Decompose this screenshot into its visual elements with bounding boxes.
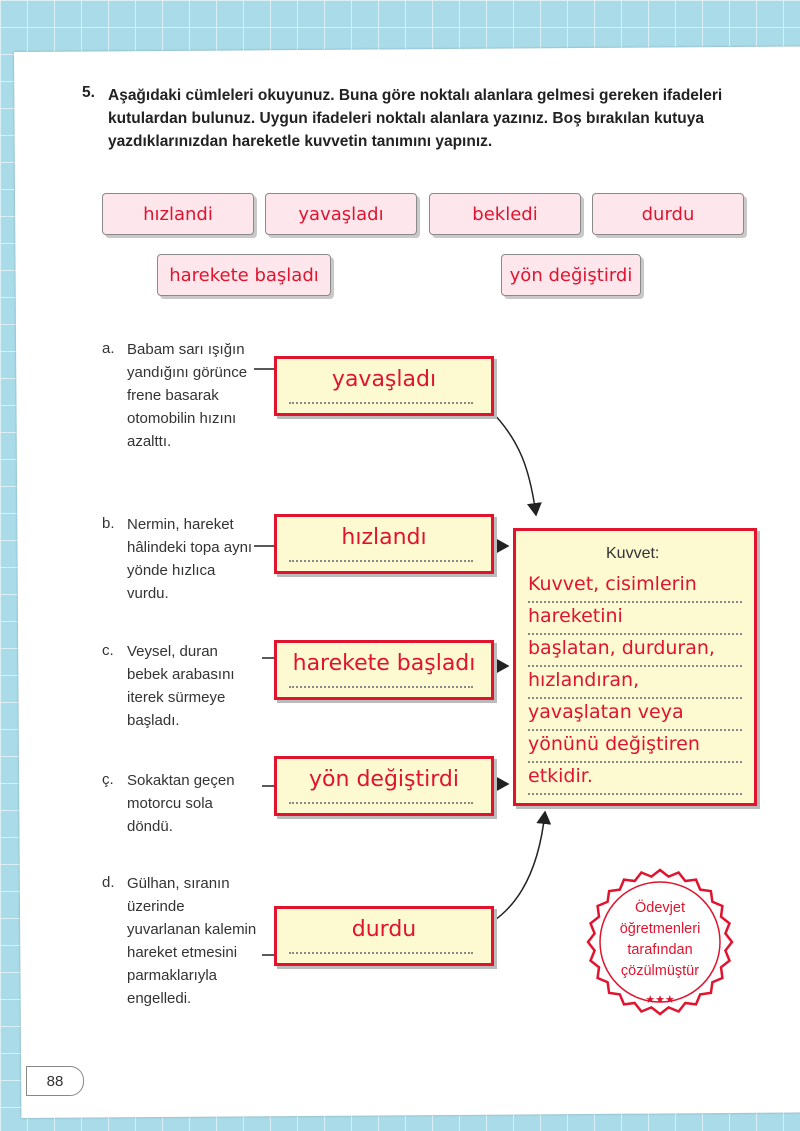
- question-text: Aşağıdaki cümleleri okuyunuz. Buna göre …: [108, 87, 723, 150]
- dotted-line: [289, 802, 473, 804]
- word-chip: hızlandi: [102, 193, 254, 235]
- stamp-line: öğretmenleri: [619, 921, 701, 937]
- word-chip: yavaşladı: [265, 193, 417, 235]
- item-sentence: Nermin, hareket hâlindeki topa aynı yönd…: [127, 516, 253, 602]
- answer-text: yavaşladı: [331, 367, 437, 392]
- answer-text: hızlandı: [341, 525, 427, 550]
- item-sentence: Babam sarı ışığın yandığını görünce fren…: [127, 341, 248, 450]
- definition-line: yönünü değiştiren: [528, 733, 742, 763]
- definition-title: Kuvvet:: [606, 545, 660, 562]
- definition-line: hareketini: [528, 605, 742, 635]
- question-number: 5.: [82, 84, 95, 101]
- item-sentence: Sokaktan geçen motorcu sola döndü.: [127, 772, 235, 835]
- item-letter: b.: [102, 515, 115, 532]
- answer-text: durdu: [351, 917, 417, 942]
- definition-box[interactable]: Kuvvet: Kuvvet, cisimlerin hareketini ba…: [513, 528, 757, 806]
- word-chip: durdu: [592, 193, 744, 235]
- word-chip: harekete başladı: [157, 254, 331, 296]
- definition-line: yavaşlatan veya: [528, 701, 742, 731]
- item-letter: ç.: [102, 771, 114, 788]
- definition-line: etkidir.: [528, 765, 742, 795]
- item-letter: d.: [102, 874, 115, 891]
- dotted-line: [289, 560, 473, 562]
- page-number: 88: [26, 1066, 84, 1096]
- answer-box[interactable]: yön değiştirdi: [274, 756, 494, 816]
- definition-line: başlatan, durduran,: [528, 637, 742, 667]
- answer-box[interactable]: harekete başladı: [274, 640, 494, 700]
- stamp-line: tarafından: [627, 942, 693, 958]
- answer-text: yön değiştirdi: [309, 767, 459, 792]
- dotted-line: [289, 686, 473, 688]
- word-chip: yön değiştirdi: [501, 254, 641, 296]
- stamp-stars: ★★★: [645, 994, 675, 1006]
- item-sentence: Gülhan, sıranın üzerinde yuvarlanan kale…: [127, 875, 257, 1007]
- stamp-text: Ödevjet öğretmenleri tarafından çözülmüş…: [586, 898, 734, 982]
- dotted-line: [289, 402, 473, 404]
- stamp-seal-icon: [586, 868, 734, 1016]
- stamp-line: çözülmüştür: [620, 963, 700, 979]
- answer-box[interactable]: yavaşladı: [274, 356, 494, 416]
- answer-box[interactable]: durdu: [274, 906, 494, 966]
- word-chip: bekledi: [429, 193, 581, 235]
- stamp-line: Ödevjet: [635, 900, 685, 916]
- definition-line: hızlandıran,: [528, 669, 742, 699]
- item-letter: c.: [102, 642, 114, 659]
- answer-text: harekete başladı: [292, 651, 476, 676]
- item-letter: a.: [102, 340, 115, 357]
- answer-box[interactable]: hızlandı: [274, 514, 494, 574]
- dotted-line: [289, 952, 473, 954]
- item-sentence: Veysel, duran bebek arabasını iterek sür…: [127, 643, 235, 729]
- definition-line: Kuvvet, cisimlerin: [528, 573, 742, 603]
